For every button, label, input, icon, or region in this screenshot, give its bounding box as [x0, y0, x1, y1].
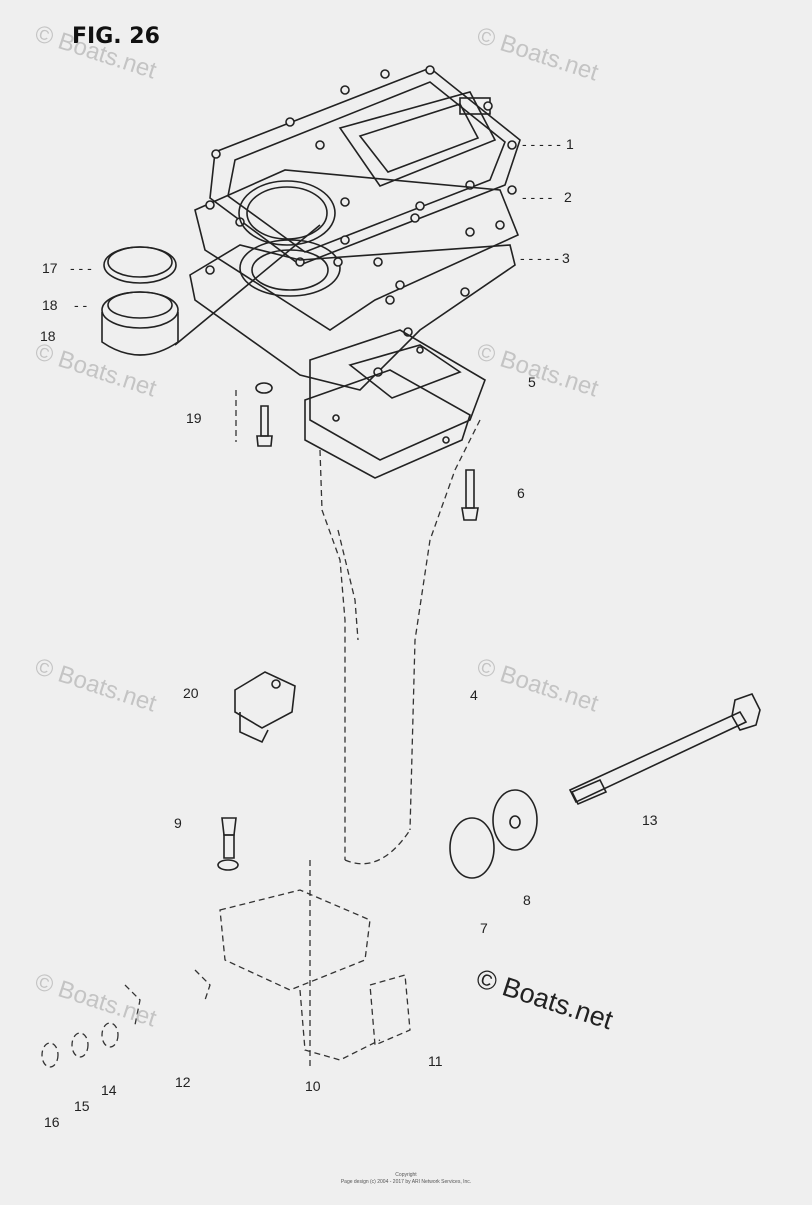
leader-dash-17: - - - [70, 260, 92, 276]
gasket-part-2 [194, 169, 520, 331]
callout-14: 14 [101, 1082, 117, 1098]
seal-ring-part-17 [103, 246, 177, 284]
callout-17: 17 [42, 260, 58, 276]
callout-8: 8 [523, 892, 531, 908]
plate-part-5 [304, 329, 486, 479]
callout-1: 1 [566, 136, 574, 152]
leader-dash-1: - - - - - [522, 136, 561, 152]
figure-title: FIG. 26 [72, 24, 160, 49]
gasket-part-1 [209, 65, 521, 267]
copyright-line-2: Page design (c) 2004 - 2017 by ARI Netwo… [340, 1179, 472, 1185]
copyright-footer: Copyright Page design (c) 2004 - 2017 by… [300, 1172, 512, 1186]
leader-dash-3: - - - - - [520, 250, 559, 266]
bracket-part-11 [369, 974, 411, 1046]
bolt-part-6 [461, 469, 479, 521]
bolt-washer-part-19 [235, 382, 273, 447]
callout-7: 7 [480, 920, 488, 936]
lower-bracket-part-10 [219, 860, 381, 1070]
callout-15: 15 [74, 1098, 90, 1114]
bolt-part-13 [568, 693, 761, 806]
callout-2: 2 [564, 189, 572, 205]
callout-4: 4 [470, 687, 478, 703]
callout-20: 20 [183, 685, 199, 701]
driveshaft-housing-part-4 [319, 419, 481, 865]
leader-dash-2: - - - - [522, 189, 553, 205]
cover-part-20 [234, 671, 296, 744]
callout-12: 12 [175, 1074, 191, 1090]
washer-part-8 [449, 789, 538, 879]
callout-5: 5 [528, 374, 536, 390]
callout-16: 16 [44, 1114, 60, 1130]
callout-19: 19 [186, 410, 202, 426]
copyright-line-1: Copyright [395, 1172, 417, 1178]
callout-9: 9 [174, 815, 182, 831]
callout-6: 6 [517, 485, 525, 501]
callout-10: 10 [305, 1078, 321, 1094]
small-parts-12-16 [41, 969, 211, 1068]
callout-3: 3 [562, 250, 570, 266]
callout-18-ring: 18 [42, 297, 58, 313]
callout-13: 13 [642, 812, 658, 828]
leader-line [174, 224, 321, 346]
callout-18-bushing: 18 [40, 328, 56, 344]
bolt-part-9 [217, 817, 239, 871]
callout-11: 11 [428, 1053, 443, 1069]
bushing-part-18 [101, 291, 179, 356]
leader-dash-18: - - [74, 297, 88, 313]
